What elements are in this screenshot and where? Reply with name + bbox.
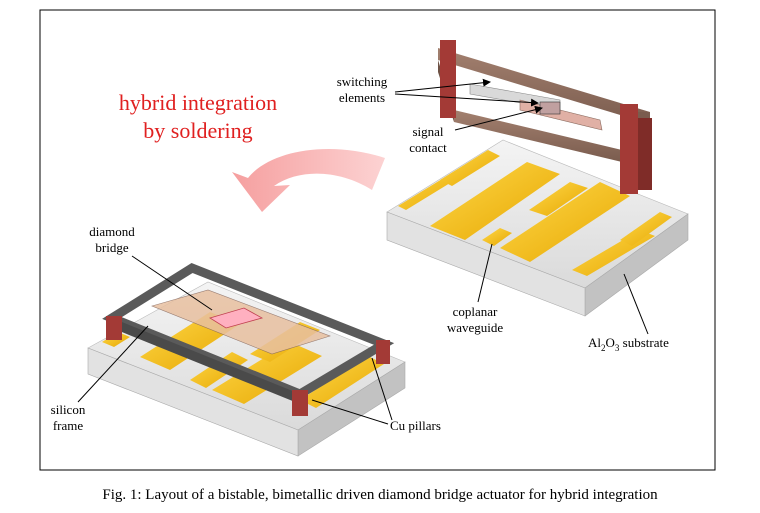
label-switching-1: switching bbox=[337, 74, 388, 89]
label-switching-2: elements bbox=[339, 90, 385, 105]
cu-pillar bbox=[106, 316, 122, 340]
label-coplanar-1: coplanar bbox=[453, 304, 498, 319]
figure-caption: Fig. 1: Layout of a bistable, bimetallic… bbox=[102, 487, 658, 503]
label-diamond-2: bridge bbox=[95, 240, 128, 255]
label-coplanar-2: waveguide bbox=[447, 320, 504, 335]
diamond-bridge bbox=[151, 289, 331, 355]
cu-pillar bbox=[292, 390, 308, 416]
cu-pillar bbox=[638, 118, 652, 190]
label-substrate: Al2O3 substrate bbox=[588, 335, 669, 353]
figure-border bbox=[39, 9, 716, 471]
label-signal-2: contact bbox=[409, 140, 447, 155]
label-cu-pillars: Cu pillars bbox=[390, 418, 441, 433]
leader-silicon bbox=[77, 325, 149, 403]
title-line-1: hybrid integration bbox=[119, 90, 277, 115]
leader-cu-b bbox=[371, 357, 393, 421]
cu-pillar bbox=[620, 104, 638, 194]
leader-coplanar bbox=[477, 243, 493, 303]
label-silicon-1: silicon bbox=[51, 402, 86, 417]
label-signal-1: signal bbox=[412, 124, 443, 139]
leader-cu-a bbox=[311, 399, 389, 425]
leader-switching-a bbox=[394, 78, 491, 93]
cu-pillars-left bbox=[106, 316, 390, 416]
integration-arrow bbox=[232, 148, 385, 212]
leader-switching-b bbox=[394, 93, 539, 107]
leader-signal bbox=[454, 105, 543, 131]
cu-pillar bbox=[376, 340, 390, 364]
label-diamond-1: diamond bbox=[89, 224, 135, 239]
signal-contact-pad bbox=[539, 101, 561, 115]
coplanar-waveguide bbox=[398, 150, 672, 276]
label-silicon-2: frame bbox=[53, 418, 84, 433]
title-line-2: by soldering bbox=[143, 118, 252, 143]
cu-pillar bbox=[440, 40, 456, 118]
leader-substrate bbox=[623, 273, 649, 335]
flipped-actuator-chip bbox=[438, 40, 652, 194]
leader-diamond bbox=[131, 255, 213, 311]
